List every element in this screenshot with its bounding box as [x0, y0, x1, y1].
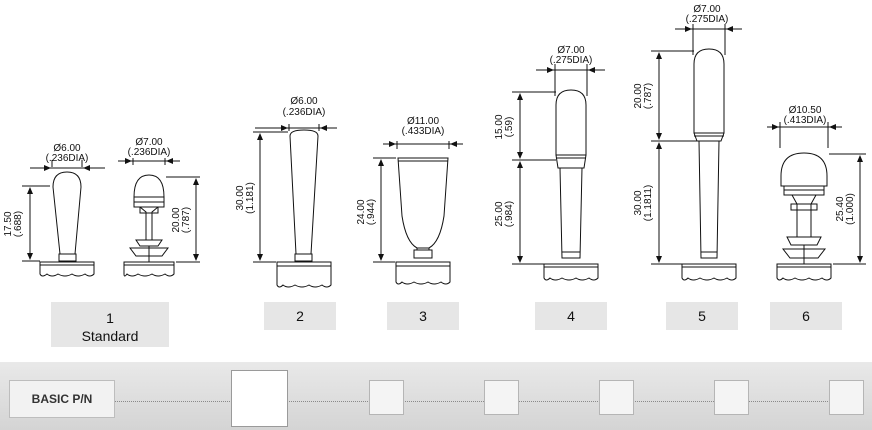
option-label-standard: Standard	[81, 328, 139, 344]
lever-3	[373, 141, 463, 285]
lever-4-dia-inch: (.275DIA)	[550, 55, 593, 66]
lever-options-diagram: Ø6.00 (.236DIA) 17.50 (.688) Ø7.00 (.236…	[3, 4, 866, 288]
part-number-slot[interactable]	[714, 380, 749, 415]
basic-pn-label: BASIC P/N	[9, 380, 115, 418]
part-number-slot[interactable]	[369, 380, 404, 415]
lever-3-length-inch: (.944)	[366, 199, 377, 225]
lever-4-top-length-mm: 15.00	[494, 114, 505, 139]
lever-5-top-length-mm: 20.00	[633, 83, 644, 108]
option-caption-6[interactable]: 6	[770, 302, 842, 330]
option-caption-2[interactable]: 2	[264, 302, 336, 330]
lever-6-length-inch: (1.000)	[845, 193, 856, 225]
option-caption-3[interactable]: 3	[387, 302, 459, 330]
part-number-builder: BASIC P/N	[0, 362, 872, 430]
lever-3-dia-inch: (.433DIA)	[402, 126, 445, 137]
lever-3-length-mm: 24.00	[356, 199, 367, 224]
lever-4	[512, 64, 605, 281]
lever-4-bottom-length-mm: 25.00	[494, 201, 505, 226]
lever-2-length-mm: 30.00	[235, 185, 246, 210]
lever-2-dia-label: Ø6.00	[290, 96, 318, 107]
lever-1-length-mm: 17.50	[3, 211, 14, 236]
option-number-6: 6	[802, 308, 810, 324]
lever-1-length-inch: (.688)	[13, 211, 24, 237]
lever-4-top-length-inch: (.59)	[504, 117, 515, 138]
part-number-slot[interactable]	[829, 380, 864, 415]
lever-5-dia-label: Ø7.00	[693, 4, 721, 15]
lever-6-dia-label: Ø10.50	[789, 105, 822, 116]
option-caption-1[interactable]: 1 Standard	[51, 302, 169, 347]
lever-6-length-mm: 25.40	[835, 196, 846, 221]
lever-4-bottom-length-inch: (.984)	[504, 201, 515, 227]
lever-1-dia-label: Ø6.00	[53, 143, 81, 154]
lever-2-dia-inch: (.236DIA)	[283, 107, 326, 118]
lever-1b-length-mm: 20.00	[171, 207, 182, 232]
option-number-2: 2	[296, 308, 304, 324]
lever-2	[253, 124, 337, 288]
lever-6	[767, 122, 866, 281]
option-number-1: 1	[106, 310, 114, 326]
lever-1b-dia-label: Ø7.00	[135, 137, 163, 148]
lever-1b-length-inch: (.787)	[181, 207, 192, 233]
option-caption-5[interactable]: 5	[666, 302, 738, 330]
lever-5-bottom-length-inch: (1.1811)	[643, 185, 654, 222]
part-number-slot[interactable]	[484, 380, 519, 415]
option-number-3: 3	[419, 308, 427, 324]
lever-1-dia-inch: (.236DIA)	[46, 153, 89, 164]
option-caption-4[interactable]: 4	[535, 302, 607, 330]
lever-1-locking	[118, 158, 200, 277]
lever-4-dia-label: Ø7.00	[557, 45, 585, 56]
lever-2-length-inch: (1.181)	[245, 182, 256, 214]
part-number-slot-lever[interactable]	[231, 370, 288, 427]
lever-6-dia-inch: (.413DIA)	[784, 115, 827, 126]
lever-5-dia-inch: (.275DIA)	[686, 14, 729, 25]
part-number-dotted-line	[60, 401, 850, 402]
option-number-5: 5	[698, 308, 706, 324]
lever-3-dia-label: Ø11.00	[407, 116, 439, 127]
lever-1-standard	[22, 160, 105, 277]
part-number-slot[interactable]	[599, 380, 634, 415]
option-number-4: 4	[567, 308, 575, 324]
lever-5	[651, 24, 742, 281]
lever-1b-dia-inch: (.236DIA)	[128, 147, 171, 158]
lever-5-bottom-length-mm: 30.00	[633, 190, 644, 215]
lever-5-top-length-inch: (.787)	[643, 83, 654, 109]
